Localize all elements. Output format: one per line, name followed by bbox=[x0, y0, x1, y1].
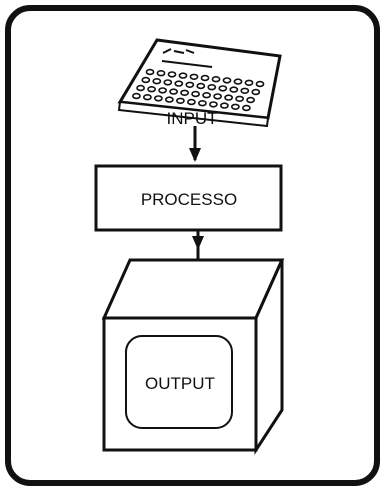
monitor-icon bbox=[104, 260, 282, 450]
input-label: INPUT bbox=[167, 109, 218, 128]
output-label: OUTPUT bbox=[145, 374, 215, 393]
process-label: PROCESSO bbox=[141, 190, 237, 209]
